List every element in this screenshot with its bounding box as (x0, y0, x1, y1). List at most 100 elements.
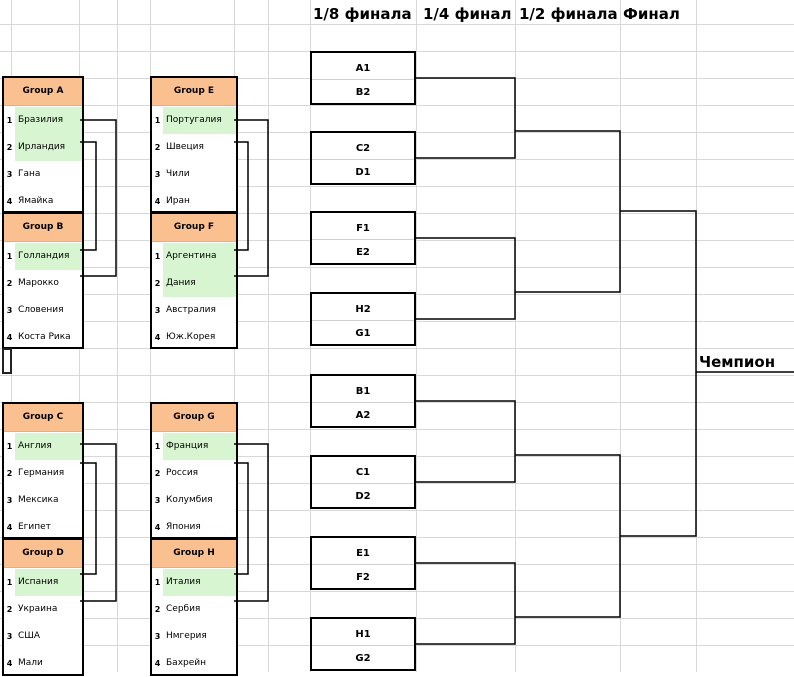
team-name[interactable]: Чили (166, 169, 190, 179)
match-slot[interactable]: F2 (356, 572, 370, 583)
group-header[interactable]: Group A (4, 78, 82, 106)
match-slot[interactable]: D2 (355, 491, 371, 502)
group-connector (80, 141, 97, 251)
team-name[interactable]: Иран (166, 196, 190, 206)
team-name[interactable]: Гана (18, 169, 41, 179)
team-name[interactable]: Коста Рика (18, 332, 71, 342)
team-name[interactable]: Англия (15, 433, 82, 460)
team-name[interactable]: Украина (18, 604, 58, 614)
team-name[interactable]: Бразилия (15, 107, 82, 134)
match-slot[interactable]: E2 (356, 247, 370, 258)
team-name[interactable]: Нмгерия (166, 631, 207, 641)
team-name[interactable]: Сербия (166, 604, 201, 614)
team-name[interactable]: Марокко (18, 278, 59, 288)
team-name[interactable]: Ирландия (15, 134, 82, 161)
team-row[interactable]: 3 Австралия (152, 297, 236, 324)
match-slot[interactable]: B1 (355, 386, 371, 397)
match-slot[interactable]: H2 (355, 304, 371, 315)
team-name[interactable]: Португалия (163, 107, 236, 134)
team-position: 1 (154, 578, 161, 587)
match-slot[interactable]: A1 (355, 63, 371, 74)
team-name[interactable]: Бахрейн (166, 658, 206, 668)
bracket-connector (416, 77, 516, 131)
group-header[interactable]: Group G (152, 404, 236, 432)
team-name[interactable]: Голландия (15, 243, 82, 270)
team-name[interactable]: Австралия (166, 305, 216, 315)
match-slot[interactable]: B2 (355, 87, 371, 98)
match-slot[interactable]: D1 (355, 167, 371, 178)
team-position: 3 (154, 306, 161, 315)
team-name[interactable]: Италия (163, 569, 236, 596)
team-name[interactable]: Япония (166, 522, 201, 532)
match-slot[interactable]: G2 (355, 653, 371, 664)
match-slot[interactable]: E1 (356, 548, 370, 559)
team-position: 4 (6, 197, 13, 206)
team-name[interactable]: Юж.Корея (166, 332, 216, 342)
slot-divider (312, 79, 414, 80)
match-slot[interactable]: G1 (355, 328, 371, 339)
team-row[interactable]: 4 Ямайка (4, 188, 82, 215)
group-header[interactable]: Group H (152, 540, 236, 568)
team-name[interactable]: Аргентина (163, 243, 236, 270)
team-name[interactable]: Испания (15, 569, 82, 596)
group-header[interactable]: Group E (152, 78, 236, 106)
match-slot[interactable]: C2 (355, 143, 371, 154)
group-header[interactable]: Group F (152, 214, 236, 242)
group-header[interactable]: Group C (4, 404, 82, 432)
team-name[interactable]: Швеция (166, 142, 204, 152)
team-position: 4 (6, 523, 13, 532)
team-name[interactable]: Россия (166, 468, 199, 478)
team-name[interactable]: Франция (163, 433, 236, 460)
group-header[interactable]: Group D (4, 540, 82, 568)
team-name[interactable]: Колумбия (166, 495, 213, 505)
bracket-connector (620, 210, 697, 372)
team-name[interactable]: Дания (163, 270, 236, 297)
team-name[interactable]: Словения (18, 305, 64, 315)
match-slot[interactable]: F1 (356, 223, 370, 234)
team-name[interactable]: Мали (18, 658, 43, 668)
match-slot[interactable]: C1 (355, 467, 371, 478)
team-name[interactable]: Мексика (18, 495, 59, 505)
team-row[interactable]: 4 Египет (4, 514, 82, 541)
group-header[interactable]: Group B (4, 214, 82, 242)
team-name[interactable]: Ямайка (18, 196, 54, 206)
team-name[interactable]: США (18, 631, 41, 641)
team-position: 3 (6, 632, 13, 641)
match-slot[interactable]: H1 (355, 629, 371, 640)
team-name[interactable]: Египет (18, 522, 51, 532)
match-slot[interactable]: A2 (355, 410, 371, 421)
team-row[interactable]: 3 США (4, 623, 82, 650)
team-name[interactable]: Германия (18, 468, 65, 478)
